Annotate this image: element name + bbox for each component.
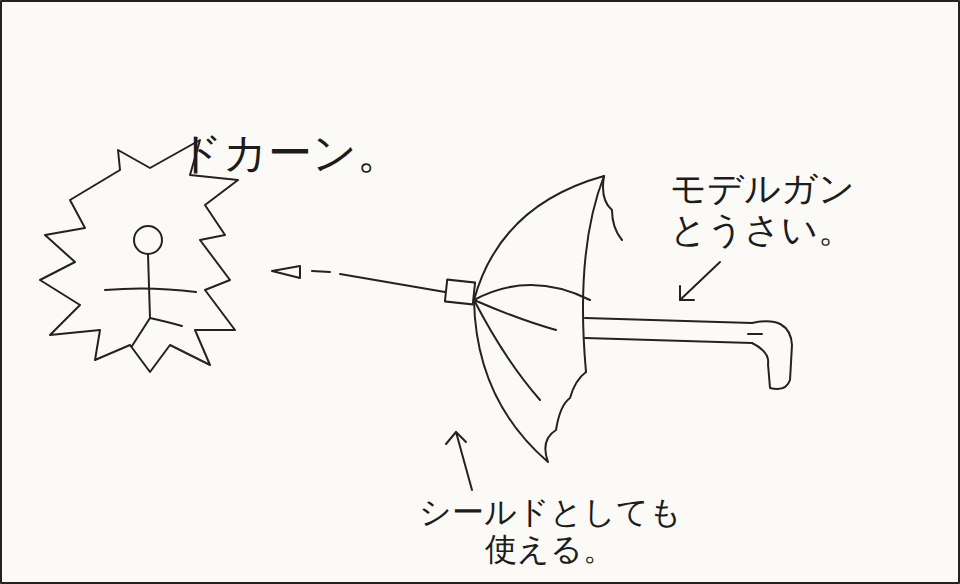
sound-effect-text: ドカーン。 (178, 128, 498, 179)
umbrella-shaft (585, 318, 792, 389)
umbrella-tip (445, 280, 475, 305)
label-slot: シールドとしても 使える。 (400, 494, 700, 568)
note-text: モデルガン とうさい。 (670, 168, 890, 251)
stick-figure (105, 226, 196, 346)
leader-arrow (680, 262, 720, 300)
gun-shot (272, 266, 445, 292)
leader-arrow (446, 432, 472, 490)
note-text: シールドとしても 使える。 (400, 494, 700, 568)
label-slot: モデルガン とうさい。 (670, 168, 890, 251)
label-slot: ドカーン。 (178, 128, 498, 179)
